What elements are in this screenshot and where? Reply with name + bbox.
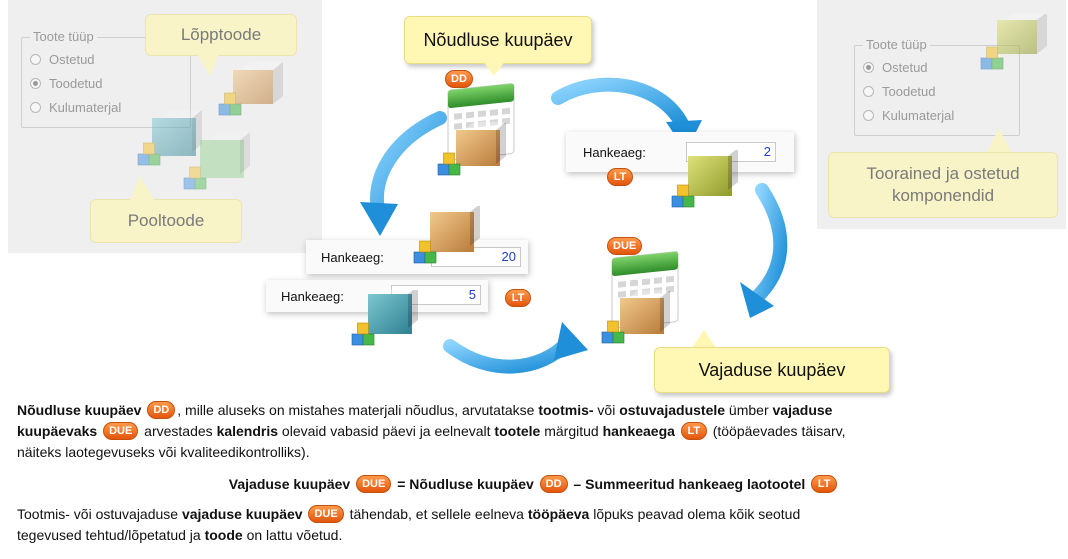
term-due-date: kuupäevaks xyxy=(17,423,98,439)
text-run: (tööpäevades täisarv, xyxy=(708,423,846,439)
radio-option-consumable: Kulumaterjal xyxy=(30,100,121,115)
formula-line: Vajaduse kuupäev DUE = Nõudluse kuupäev … xyxy=(0,475,1068,494)
box-icon xyxy=(183,132,250,190)
text-run: ümber xyxy=(725,402,773,418)
lead-time-label: Hankeaeg: xyxy=(281,289,344,304)
badge-due: DUE xyxy=(607,237,643,255)
badge-due: DUE xyxy=(308,505,344,524)
term-purchase-needs: ostuvajadustele xyxy=(619,402,726,418)
radio-option-produced: Toodetud xyxy=(30,76,103,91)
lead-time-label: Hankeaeg: xyxy=(321,250,384,265)
text-run: märgitud xyxy=(540,423,603,439)
groupbox-title: Toote tüüp xyxy=(30,29,97,44)
badge-lt: LT xyxy=(505,289,531,307)
badge-dd: DD xyxy=(445,70,473,88)
description-paragraph-1: Nõudluse kuupäev DD, mille aluseks on mi… xyxy=(17,400,1057,463)
callout-pointer xyxy=(482,60,506,76)
radio-option-produced: Toodetud xyxy=(863,84,936,99)
callout-text: Toorained ja ostetud komponendid xyxy=(866,164,1020,205)
product-type-groupbox: Toote tüüp Ostetud Toodetud Kulumaterjal xyxy=(854,37,1020,136)
radio-icon xyxy=(863,110,874,121)
radio-icon xyxy=(30,102,41,113)
text-run: olevaid vabasid päevi ja eelnevalt xyxy=(278,423,495,439)
callout-text: Nõudluse kuupäev xyxy=(423,29,573,50)
term-production: tootmis- xyxy=(538,402,594,418)
box-icon xyxy=(218,62,283,116)
text-run: tähendab, et sellele eelneva xyxy=(345,506,528,522)
text-run: on lattu võetud. xyxy=(242,527,343,543)
callout-pointer xyxy=(196,52,220,76)
box-icon xyxy=(137,110,202,166)
callout-text: Pooltoode xyxy=(127,211,205,230)
term-demand-date: Nõudluse kuupäev xyxy=(17,402,142,418)
flow-arrows xyxy=(360,77,788,374)
radio-selected-icon xyxy=(863,62,874,73)
term-product: toode xyxy=(204,527,243,543)
callout-final-product: Lõpptoode xyxy=(145,14,297,56)
callout-raw-materials: Toorained ja ostetud komponendid xyxy=(828,152,1058,218)
badge-lt: LT xyxy=(811,475,838,494)
badge-due: DUE xyxy=(356,475,392,494)
text-run: tegevused tehtud/lõpetatud ja xyxy=(17,527,205,543)
text-run: Tootmis- või ostuvajaduse xyxy=(17,506,182,522)
arrow-icon xyxy=(740,183,788,318)
radio-icon xyxy=(30,54,41,65)
radio-option-purchased: Ostetud xyxy=(30,52,95,67)
formula-summed-lead-time: Summeeritud hankeaeg laotootel xyxy=(585,476,806,492)
due-date-callout: Vajaduse kuupäev xyxy=(654,347,890,393)
callout-semi-product: Pooltoode xyxy=(90,199,242,243)
radio-label: Kulumaterjal xyxy=(882,108,955,123)
badge-lt: LT xyxy=(607,168,633,186)
callout-pointer xyxy=(130,176,154,200)
text-run: näiteks laotegevuseks või kvaliteedikont… xyxy=(17,444,310,460)
left-product-type-panel: Toote tüüp Ostetud Toodetud Kulumaterjal… xyxy=(8,0,322,253)
formula-minus: – xyxy=(569,476,586,492)
radio-icon xyxy=(863,86,874,97)
description-paragraph-2: Tootmis- või ostuvajaduse vajaduse kuupä… xyxy=(17,504,1057,546)
radio-option-purchased: Ostetud xyxy=(863,60,928,75)
text-run: arvestades xyxy=(140,423,217,439)
badge-dd: DD xyxy=(539,475,568,494)
radio-selected-icon xyxy=(30,78,41,89)
box-icon xyxy=(413,206,480,264)
formula-equals: = xyxy=(393,476,410,492)
term-working-day: tööpäeva xyxy=(527,506,590,522)
radio-label: Kulumaterjal xyxy=(49,100,122,115)
badge-due: DUE xyxy=(103,422,139,441)
callout-text: Vajaduse kuupäev xyxy=(698,359,846,380)
callout-pointer xyxy=(987,128,1011,152)
calendar-icon xyxy=(437,83,515,176)
product-type-groupbox: Toote tüüp Ostetud Toodetud Kulumaterjal xyxy=(21,29,191,128)
term-product: tootele xyxy=(494,423,541,439)
term-calendar: kalendris xyxy=(216,423,279,439)
text-run: , mille aluseks on mistahes materjali nõ… xyxy=(177,402,539,418)
formula-demand-date: Nõudluse kuupäev xyxy=(409,476,534,492)
badge-dd: DD xyxy=(147,401,176,420)
calendar-icon xyxy=(601,251,679,344)
lead-time-label: Hankeaeg: xyxy=(583,145,646,160)
arrow-icon xyxy=(443,322,588,374)
box-icon xyxy=(671,150,738,208)
term-due-date: vajaduse kuupäev xyxy=(181,506,303,522)
callout-pointer xyxy=(692,330,716,348)
term-due: vajaduse xyxy=(772,402,833,418)
radio-label: Toodetud xyxy=(882,84,936,99)
arrow-icon xyxy=(360,111,447,236)
callout-text: Lõpptoode xyxy=(180,25,262,44)
radio-option-consumable: Kulumaterjal xyxy=(863,108,954,123)
radio-label: Ostetud xyxy=(49,52,95,67)
right-product-type-panel: Toote tüüp Ostetud Toodetud Kulumaterjal… xyxy=(817,0,1066,229)
box-icon xyxy=(351,290,418,346)
term-lead-time: hankeaega xyxy=(602,423,675,439)
groupbox-title: Toote tüüp xyxy=(863,37,930,52)
radio-label: Toodetud xyxy=(49,76,103,91)
formula-due-date: Vajaduse kuupäev xyxy=(228,476,351,492)
radio-label: Ostetud xyxy=(882,60,928,75)
box-icon xyxy=(980,14,1047,70)
text-run: või xyxy=(593,402,620,418)
badge-lt: LT xyxy=(680,422,707,441)
text-run: lõpuks peavad olema kõik seotud xyxy=(589,506,801,522)
demand-date-callout: Nõudluse kuupäev xyxy=(404,16,592,64)
